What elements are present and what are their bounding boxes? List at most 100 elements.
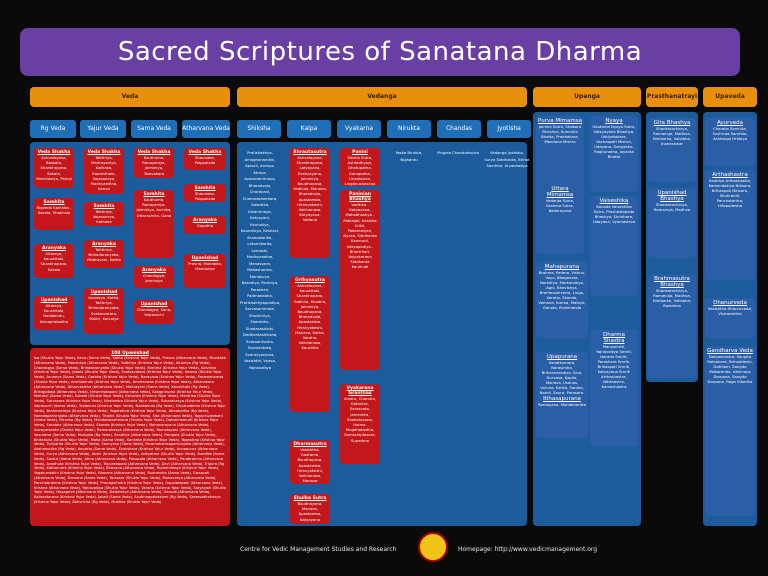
itihasapurana-box: Itihasapurana Ramayana, Mahabharata (536, 394, 588, 424)
box-title: Ayurveda (717, 120, 743, 126)
box-body: Kanada Vaiseshika Sutra, Prashastapada B… (592, 204, 636, 224)
box-body: Aitareya, Kaushitaki, Nadabindu, Atmapra… (39, 303, 69, 324)
box-body: Ashvalayana, Shankhayana, Latyayana, Dra… (293, 155, 327, 223)
gita-bhashya-box: Gita Bhashya Shankaracharya, Ramanuja, M… (648, 118, 696, 182)
shrautasutra-box: Shrautasutra Ashvalayana, Shankhayana, L… (290, 148, 330, 258)
rg-aranyaka-box: Aranyaka Aitareya, Kaushitaki, Shankhaya… (34, 244, 74, 278)
paninian-bhashya-box: Paninian Bhashya Varttika - Katyayana, M… (340, 190, 380, 370)
box-title: Veda Shakha (87, 150, 121, 155)
sv-aranyaka-box: Aranyaka Chandogya, Jaiminiya (134, 266, 174, 288)
box-title: Dharma Shastra (603, 332, 625, 344)
box-body: Gopatha (196, 223, 214, 228)
box-title: Veda Shakha (188, 150, 222, 155)
yj-aranyaka-box: Aranyaka Taittiriya, Brihadaranyaka, Mai… (84, 240, 124, 268)
box-body: Vasishtha, Gautama, Baudhayana, Apastamb… (297, 447, 323, 484)
subheader-shiksha: Shiksha (237, 120, 281, 138)
sv-upanishad-box: Upanishad Chandogya, Kena, Vajrasuchi (134, 300, 174, 324)
box-body: Natyashastra, Sangita Ratnakara, Brihadd… (707, 354, 753, 384)
nyaya-box: Nyaya Gautama Nyaya Sutra, Vatsyayana Bh… (590, 116, 638, 192)
box-title: Upanishad (90, 290, 118, 295)
ayurveda-box: Ayurveda Charaka Samhita, Sushruta Samhi… (705, 118, 755, 166)
box-body: Brahma, Padma, Vishnu, Vayu, Bhagavata, … (538, 270, 586, 310)
box-body: Shankaracharya, Ramanuja, Madhva, Nimbar… (652, 288, 692, 308)
box-title: Upanishad (140, 302, 168, 307)
box-body: Rigveda Samhita - Sakala, Shakhala (36, 205, 72, 216)
box-title: Veda Shakha (37, 150, 71, 155)
header-prasthanatrayi: Prasthanatrayi (646, 87, 698, 107)
brahmasutra-bhashya-box: Brahmasutra Bhashya Shankaracharya, Rama… (648, 274, 696, 378)
box-title: Samhita (93, 204, 115, 209)
box-title: Shrautasutra (293, 150, 327, 155)
page-title: Sacred Scriptures of Sanatana Dharma (20, 28, 740, 76)
box-title: Samhita (194, 186, 216, 191)
box-body: Taittiriya, Maitrayaniya, Kathaka, Kapis… (90, 155, 118, 192)
box-body: Baudhayana, Manava, Apastamba, Katyayana (297, 501, 323, 522)
box-title: Upanishad Bhashya (657, 190, 687, 202)
box-body: Chandogya, Kena, Vajrasuchi (136, 307, 172, 318)
box-title: Samhita (143, 192, 165, 197)
box-body: Manusmriti, Yajnavalkya Smriti, Narada S… (596, 344, 632, 374)
box-body: Ashvalayana, Kaushitaki, Shankhayana, Go… (293, 283, 327, 351)
footer-homepage: Homepage: http://www.vedicmanagement.org (458, 546, 598, 553)
box-body: Aitareya, Kaushitaki, Shankhayana, Sakal… (40, 251, 68, 272)
vyakarana-granthas-box: Vyakarana Granthas Aindra, Chandra, Kata… (340, 384, 380, 464)
box-title: Grihyasutra (295, 278, 325, 283)
box-body: Jaimini Sutra, Shabara Bhashya, Kumarila… (538, 124, 582, 144)
av-aranyaka-box: Aranyaka Gopatha (184, 216, 226, 234)
header-upanga: Upanga (533, 87, 641, 107)
box-body: Taittiriya, Vajasaneya, Kathaka (92, 209, 116, 225)
box-body: Kauthuma, Ranayaniya, Jaiminiya, Archika… (136, 197, 172, 218)
subheader-sama-veda: Sama Veda (131, 120, 177, 138)
av-shakha-box: Veda Shakha Shaunaka, Paippalada (184, 148, 226, 170)
subheader-kalpa: Kalpa (287, 120, 331, 138)
gandharva-veda-box: Gandharva Veda Natyashastra, Sangita Rat… (705, 346, 755, 516)
subheader-chandas: Chandas (437, 120, 481, 138)
box-body: Shankaracharya, Ramanuja, Madhva (653, 202, 691, 212)
box-body: Siksha Sutra, Ashtadhyayi, Dhatupatha, G… (344, 155, 376, 186)
yj-upanishad-box: Upanishad Isavasya, Katha, Taittiriya, B… (84, 288, 124, 334)
box-title: Vaiseshika (599, 198, 629, 204)
nirukta-list: Yaska Nirukta, Nighantu (395, 150, 423, 162)
box-title: 108 Upanishad (111, 351, 149, 356)
box-title: Dhanurveda (713, 300, 747, 306)
box-body: Isavasya, Katha, Taittiriya, Brihadarany… (88, 295, 120, 321)
box-title: Panini (352, 150, 368, 155)
arthashastra-box: Arthashastra Kautilya Arthashastra, Kama… (705, 170, 755, 280)
box-body: Shankaracharya, Ramanuja, Madhva, Nimbar… (652, 126, 692, 146)
box-title: Upapurana (546, 354, 578, 360)
box-title: Dharmasutra (293, 442, 327, 447)
box-title: Arthashastra (712, 172, 748, 178)
box-title: Upanishad (40, 298, 68, 303)
box-title: Nyaya (605, 118, 623, 124)
box-title: Aranyaka (142, 268, 166, 273)
box-title: Veda Shakha (137, 150, 171, 155)
upanishad-bhashya-box: Upanishad Bhashya Shankaracharya, Ramanu… (648, 188, 696, 258)
header-veda: Veda (30, 87, 230, 107)
box-title: Samhita (43, 200, 65, 205)
box-body: Kautilya Arthashastra, Kamandakiya Nitis… (708, 178, 752, 208)
box-title: Gandharva Veda (707, 348, 753, 354)
box-title: Uttara Mimamsa (546, 186, 574, 198)
box-title: Aranyaka (92, 242, 116, 247)
footer-org: Centre for Vedic Management Studies and … (240, 546, 397, 553)
box-body: Taittiriya, Brihadaranyaka, Maitrayani, … (87, 247, 121, 263)
box-title: Mahapurana (544, 264, 580, 270)
box-body-extra: Arthashastra, Nitishastra, Kamashastra (601, 374, 627, 389)
box-body: Kauthuma, Ranayaniya, Jaiminiya, Talavak… (142, 155, 166, 176)
box-body: Isa (Shukla Yajur Veda), Kena (Sama Veda… (34, 356, 226, 504)
grihyasutra-box: Grihyasutra Ashvalayana, Kaushitaki, Sha… (290, 276, 330, 412)
rg-upanishad-box: Upanishad Aitareya, Kaushitaki, Nadabind… (34, 296, 74, 330)
upanishad-108-box: 108 Upanishad Isa (Shukla Yajur Veda), K… (30, 348, 230, 526)
box-title: Aranyaka (42, 246, 66, 251)
av-samhita-box: Samhita Shaunaka, Paippalada (184, 184, 226, 202)
sv-samhita-box: Samhita Kauthuma, Ranayaniya, Jaiminiya,… (134, 190, 174, 258)
box-title: Vyakarana Granthas (346, 386, 374, 396)
uttara-mimamsa-box: Uttara Mimamsa Vedanta Sutra, Brahma Sut… (536, 184, 584, 254)
box-body: Gautama Nyaya Sutra, Vatsyayana Bhashya,… (592, 124, 636, 159)
box-body: Vasishtha Dhanurveda, Vishwamitra (707, 306, 753, 316)
box-body: Varttika - Katyayana, Mahabhashya - Pata… (343, 202, 377, 270)
box-title: Aranyaka (193, 218, 217, 223)
dhanurveda-box: Dhanurveda Vasishtha Dhanurveda, Vishwam… (705, 298, 755, 338)
jyotisha-list: Vedanga Jyotisha, Surya Siddhanta, Briha… (484, 150, 530, 168)
subheader-atharvana-veda: Atharvana Veda (182, 120, 230, 138)
